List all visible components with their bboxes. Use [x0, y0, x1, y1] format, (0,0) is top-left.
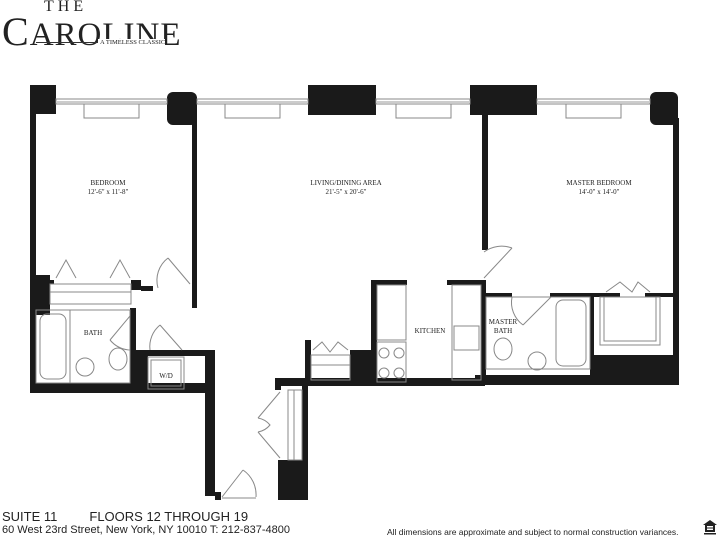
column-right	[650, 92, 678, 125]
master-bedroom-label: MASTER BEDROOM	[566, 179, 632, 187]
kitchen-sink	[453, 325, 480, 351]
logo-name-rest: AROLINE	[29, 17, 182, 53]
bedroom-dims: 12'-6" x 11'-8"	[88, 188, 129, 196]
disclaimer: All dimensions are approximate and subje…	[387, 527, 679, 537]
fixtures	[35, 245, 661, 499]
walls	[30, 85, 679, 500]
logo-name: CAROLINE	[2, 8, 182, 55]
logo-initial: C	[2, 9, 30, 54]
master-bedroom-dims: 14'-0" x 14'-0"	[579, 188, 620, 196]
living-label: LIVING/DINING AREA	[310, 179, 381, 187]
wd-label: W/D	[159, 372, 173, 380]
suite-info: SUITE 11 FLOORS 12 THROUGH 19	[2, 509, 248, 524]
logo-tagline: A TIMELESS CLASSIC	[98, 39, 166, 46]
column-center	[308, 85, 376, 115]
window-glass	[56, 101, 650, 103]
column-mid-right	[470, 85, 537, 115]
master-sink	[527, 351, 547, 371]
living-dims: 21'-5" x 20'-6"	[326, 188, 367, 196]
master-bath-label-2: BATH	[494, 327, 512, 335]
master-toilet	[493, 337, 513, 361]
master-bathtub	[555, 299, 587, 367]
brand-logo: THE CAROLINE A TIMELESS CLASSIC	[2, 0, 202, 56]
washer-dryer	[147, 356, 185, 390]
sink	[75, 357, 95, 377]
bathtub	[39, 313, 67, 380]
toilet	[108, 347, 128, 371]
equal-housing-opportunity-icon	[703, 520, 717, 535]
room-labels: BEDROOM 12'-6" x 11'-8" LIVING/DINING AR…	[84, 179, 632, 380]
bedroom-label: BEDROOM	[90, 179, 126, 187]
floors-range: FLOORS 12 THROUGH 19	[89, 509, 249, 524]
suite-number: SUITE 11	[2, 509, 58, 524]
logo-the: THE	[44, 0, 88, 15]
bath-label: BATH	[84, 329, 102, 337]
kitchen-label: KITCHEN	[415, 327, 446, 335]
column-mid-left	[167, 92, 197, 125]
master-bath-label-1: MASTER	[489, 318, 518, 326]
stove	[376, 341, 407, 383]
address: 60 West 23rd Street, New York, NY 10010 …	[2, 524, 291, 536]
